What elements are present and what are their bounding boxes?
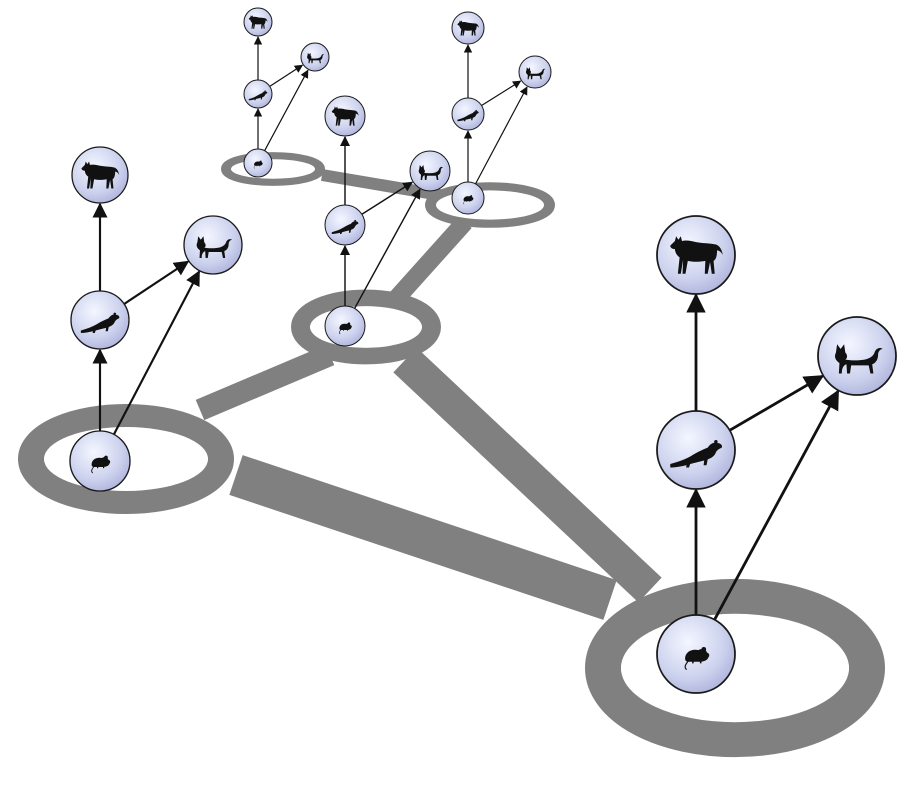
habitat-patch-far-right — [425, 182, 555, 228]
node-front-cat — [817, 316, 897, 396]
node-far-right-cat — [518, 55, 552, 89]
node-front-mesopredator — [656, 410, 736, 490]
corridor-center-front — [393, 347, 662, 603]
node-front-top-predator — [656, 215, 736, 295]
trophic-links — [92, 36, 840, 621]
node-front-prey — [656, 614, 736, 694]
node-left-prey — [69, 430, 131, 492]
node-far-left-top-predator — [243, 7, 273, 37]
link-far-left-mesopredator-to-cat — [269, 64, 304, 87]
node-center-cat — [409, 150, 451, 192]
corridor-center-farright — [388, 215, 472, 307]
node-center-mesopredator — [324, 204, 366, 246]
node-far-right-prey — [451, 181, 485, 215]
corridor-left-front — [229, 455, 617, 620]
link-far-right-mesopredator-to-cat — [481, 80, 522, 107]
link-center-prey-to-cat — [353, 188, 421, 309]
node-far-left-cat — [300, 42, 330, 72]
node-left-mesopredator — [70, 290, 130, 350]
link-far-right-prey-to-cat — [474, 86, 528, 185]
node-far-right-top-predator — [451, 11, 485, 45]
link-front-prey-to-cat — [713, 389, 840, 621]
node-far-right-mesopredator — [451, 97, 485, 131]
link-far-left-prey-to-cat — [264, 69, 309, 151]
habitat-patch-interior-front — [621, 613, 849, 723]
link-left-mesopredator-to-cat — [123, 260, 190, 305]
node-left-top-predator — [71, 146, 129, 204]
link-left-prey-to-cat — [112, 270, 201, 435]
habitat-patch-center — [291, 289, 441, 365]
link-center-mesopredator-to-cat — [361, 181, 414, 215]
habitat-patch-far-left — [221, 152, 325, 186]
node-far-left-mesopredator — [243, 79, 273, 109]
habitat-network — [18, 152, 885, 758]
node-left-cat — [183, 215, 243, 275]
habitat-patch-front — [585, 578, 885, 758]
habitat-patch-left — [18, 404, 234, 514]
link-front-mesopredator-to-cat — [728, 374, 825, 432]
species-nodes — [69, 7, 897, 694]
node-far-left-prey — [243, 148, 273, 178]
node-center-top-predator — [324, 95, 366, 137]
corridor-left-center — [195, 344, 335, 421]
node-center-prey — [324, 305, 366, 347]
